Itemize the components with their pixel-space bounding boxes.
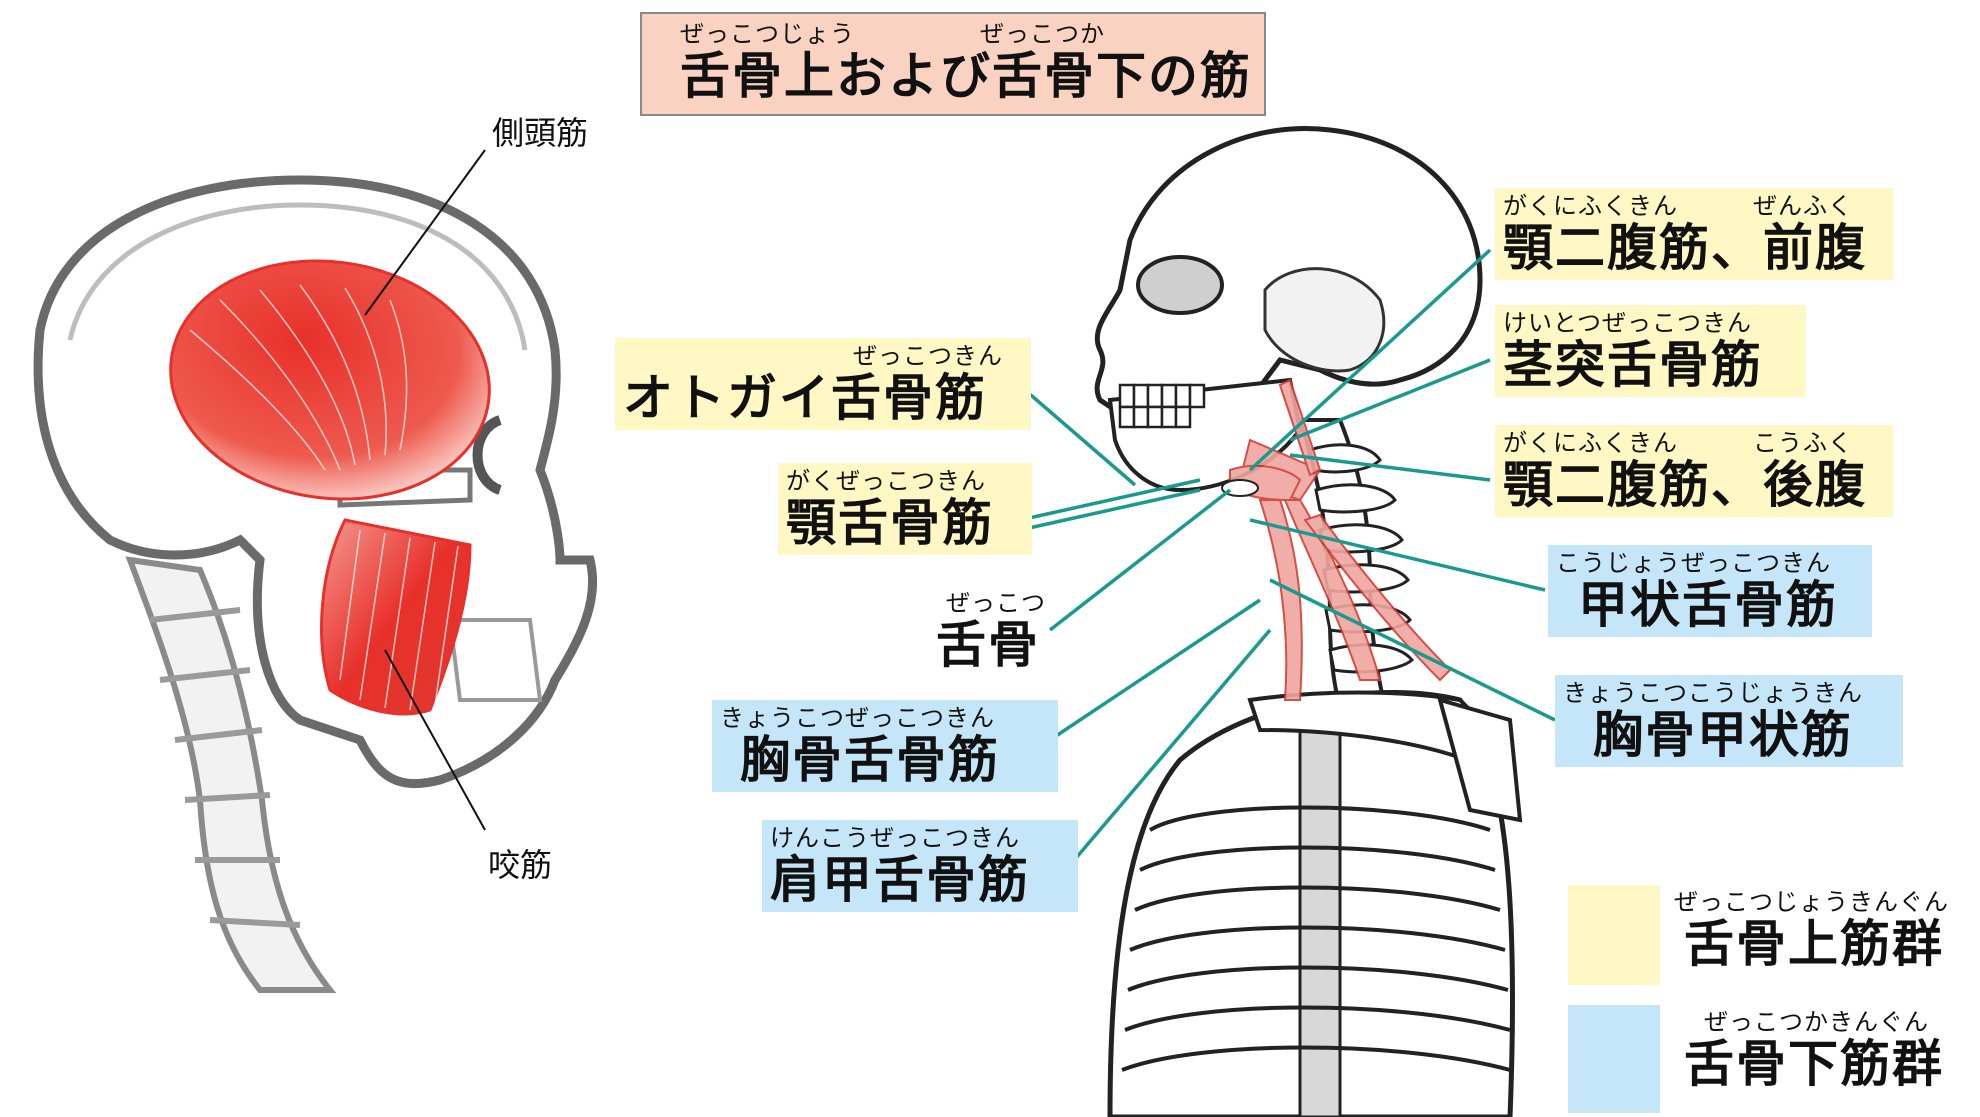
hyoid-bone [1221, 479, 1259, 497]
leader-mylohyoid-1 [1019, 478, 1201, 522]
diagram-title: ぜっこつじょう ぜっこつか 舌骨上および舌骨下の筋 [640, 12, 1266, 116]
label-digastric-posterior: がくにふくきん こうふく 顎二腹筋、後腹 [1495, 425, 1893, 517]
label-geniohyoid: ぜっこつきん オトガイ舌骨筋 [615, 338, 1031, 430]
temporalis-label: 側頭筋 [492, 114, 589, 152]
label-thyrohyoid: こうじょうぜっこつきん 甲状舌骨筋 [1548, 545, 1872, 637]
leader-sternothyroid [1269, 578, 1556, 722]
left-orbit [472, 415, 503, 495]
legend-suprahyoid: ぜっこつじょうきんぐん 舌骨上筋群 [1674, 888, 1949, 973]
temporalis-muscle [169, 259, 491, 501]
right-sternum [1298, 718, 1342, 1117]
leader-omohyoid [1068, 628, 1272, 867]
leader-thyrohyoid [1249, 518, 1546, 592]
title-text: 舌骨上および舌骨下の筋 [680, 47, 1252, 105]
left-spine [125, 556, 337, 993]
right-temporal-bone [1263, 267, 1386, 373]
title-ruby: ぜっこつじょう ぜっこつか [680, 20, 1105, 48]
right-skeleton [1094, 126, 1523, 1117]
temporalis-leader [364, 149, 486, 316]
leader-sternohyoid [1049, 598, 1261, 742]
label-digastric-anterior: がくにふくきん ぜんふく 顎二腹筋、前腹 [1495, 188, 1893, 280]
legend-swatch-suprahyoid [1568, 885, 1660, 985]
leader-stylohyoid [1289, 358, 1491, 442]
right-orbit [1136, 255, 1224, 315]
leader-geniohyoid [1023, 388, 1137, 487]
label-hyoid: ぜっこつ 舌骨 [936, 589, 1046, 674]
label-sternohyoid: きょうこつぜっこつきん 胸骨舌骨筋 [712, 700, 1058, 792]
leader-lines [1019, 248, 1556, 867]
masseter-label: 咬筋 [488, 846, 553, 884]
leader-digastric-anterior [1248, 248, 1492, 472]
legend-swatch-infrahyoid [1568, 1005, 1660, 1113]
neck-muscles [1229, 378, 1452, 701]
leader-hyoid [1048, 488, 1232, 632]
left-cranium-inner [67, 202, 528, 351]
right-ribs [1121, 805, 1511, 1072]
masseter-leader [384, 649, 486, 831]
left-teeth [447, 618, 543, 702]
right-teeth [1118, 383, 1206, 429]
label-mylohyoid: がくぜっこつきん 顎舌骨筋 [778, 463, 1032, 555]
label-stylohyoid: けいとつぜっこつきん 茎突舌骨筋 [1495, 305, 1806, 397]
label-sternothyroid: きょうこつこうじょうきん 胸骨甲状筋 [1555, 675, 1903, 767]
label-omohyoid: けんこうぜっこつきん 肩甲舌骨筋 [762, 820, 1078, 912]
masseter-muscle [320, 518, 472, 716]
leader-mylohyoid-2 [1019, 488, 1201, 532]
leader-digastric-posterior [1289, 453, 1491, 482]
legend-infrahyoid: ぜっこつかきんぐん 舌骨下筋群 [1684, 1008, 1944, 1093]
left-skull [33, 149, 598, 993]
right-scapula [1437, 697, 1523, 823]
